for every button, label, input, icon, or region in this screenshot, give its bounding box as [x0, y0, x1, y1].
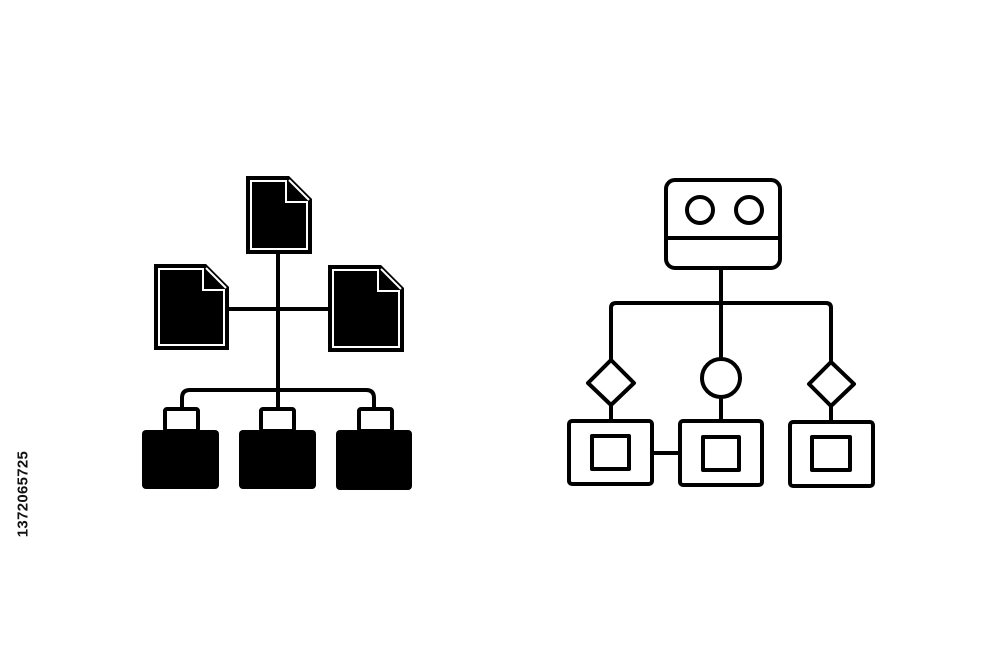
process-circle-icon-center	[700, 357, 742, 399]
flowchart-hierarchy-outline-icon	[567, 178, 875, 488]
folder-icon-right	[336, 407, 412, 490]
stock-id-label: 1372065725	[14, 424, 32, 564]
document-hierarchy-glyph-icon	[142, 176, 412, 490]
process-box-icon-right	[788, 420, 875, 488]
document-icon-left	[154, 264, 229, 350]
decision-diamond-icon-left	[586, 358, 636, 407]
flow-connectors	[609, 266, 833, 455]
server-icon	[664, 178, 782, 270]
decision-diamond-icon-right	[807, 360, 856, 408]
folder-icon-left	[142, 407, 219, 489]
stock-id-text: 1372065725	[14, 450, 32, 538]
connector-lines	[180, 250, 376, 413]
document-icon-top	[246, 176, 312, 254]
process-box-icon-left	[567, 419, 654, 486]
process-box-icon-center	[678, 419, 764, 487]
document-icon-right	[328, 265, 404, 352]
folder-icon-center	[239, 407, 316, 489]
